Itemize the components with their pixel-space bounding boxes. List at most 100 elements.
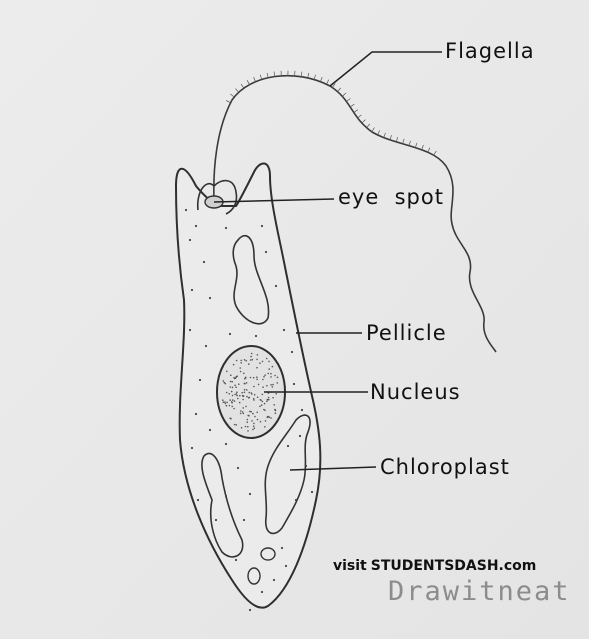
granule-dot [196, 498, 200, 502]
chromatin-dot [246, 421, 249, 424]
label-pellicle: Pellicle [366, 321, 447, 345]
chromatin-dot [236, 394, 238, 397]
chromatin-dot [275, 393, 278, 395]
chromatin-dot [272, 383, 274, 386]
granule-dot [190, 446, 194, 450]
chromatin-dot [256, 378, 258, 381]
label-nucleus: Nucleus [370, 380, 461, 404]
chromatin-dot [236, 375, 238, 378]
granule-dot [184, 208, 188, 212]
chromatin-dot [256, 354, 259, 356]
chloroplast-lower-right [264, 414, 311, 535]
chromatin-dot [225, 404, 228, 407]
chromatin-dot [226, 370, 228, 373]
chromatin-dot [248, 363, 250, 365]
chromatin-dot [234, 384, 236, 387]
chromatin-dot [252, 428, 254, 431]
chromatin-dot [247, 397, 250, 399]
granule-dot [234, 558, 238, 562]
granule-dot [224, 442, 228, 446]
chromatin-dot [259, 362, 261, 365]
chromatin-dot [246, 395, 248, 398]
chromatin-dot [271, 365, 274, 368]
chromatin-dot [266, 416, 269, 418]
chromatin-dot [245, 405, 247, 408]
chromatin-dot [274, 374, 276, 377]
chromatin-dot [243, 391, 246, 394]
chromatin-dot [244, 376, 247, 379]
granule-dot [310, 490, 314, 494]
chromatin-dot [251, 358, 254, 361]
chromatin-dot [239, 370, 242, 373]
chromatin-dot [222, 401, 225, 404]
chromatin-dot [272, 396, 274, 399]
granule-dot [208, 428, 212, 432]
chromatin-dot [270, 417, 272, 419]
chromatin-dot [243, 372, 245, 375]
chromatin-dot [265, 357, 268, 360]
granule-dot [260, 224, 264, 228]
chromatin-dot [248, 391, 251, 394]
chromatin-dot [223, 381, 226, 384]
chromatin-dot [230, 417, 232, 420]
granule-dot [190, 288, 194, 292]
label-eye-spot: eye spot [338, 185, 444, 209]
chromatin-dot [224, 402, 227, 405]
chromatin-dot [247, 430, 249, 432]
chromatin-dot [231, 394, 234, 397]
granule-dot [194, 224, 198, 228]
chromatin-dot [252, 376, 255, 379]
granule-dot [248, 492, 252, 496]
flagellum-hairs [225, 70, 437, 156]
chromatin-dot [249, 359, 252, 361]
granule-dot [282, 328, 286, 332]
watermark: Drawitneat [388, 576, 571, 607]
chromatin-dot [256, 366, 258, 369]
chromatin-dot [230, 390, 233, 393]
chromatin-dot [267, 396, 270, 399]
chromatin-dot [260, 404, 263, 406]
chromatin-dot [244, 425, 247, 428]
chloroplast-upper [232, 234, 270, 325]
chromatin-dot [238, 401, 241, 404]
chromatin-dot [247, 425, 249, 428]
chromatin-dot [240, 427, 243, 429]
chromatin-dot [240, 362, 242, 364]
granule-dot [284, 564, 288, 568]
granule-dot [280, 546, 284, 550]
chromatin-dot [235, 359, 238, 362]
chromatin-dot [250, 410, 252, 413]
granule-dot [208, 296, 212, 300]
chromatin-dot [251, 393, 253, 395]
chromatin-dot [222, 399, 224, 402]
chromatin-dot [241, 411, 244, 413]
chromatin-dot [261, 393, 264, 396]
chromatin-dot [233, 407, 235, 410]
granule-dot [254, 334, 258, 338]
chromatin-dot [239, 412, 242, 415]
chromatin-dot [246, 418, 249, 421]
chloroplast-lower-left [201, 452, 244, 558]
chromatin-dot [256, 418, 259, 421]
flagella-leader-line [329, 51, 442, 87]
chloroplast-leader-line [289, 466, 377, 471]
chromatin-dot [244, 378, 246, 380]
granule-dot [272, 578, 276, 582]
granule-dot [236, 466, 240, 470]
reservoir [196, 179, 238, 215]
chromatin-dot [251, 420, 253, 422]
chromatin-dot [264, 374, 266, 376]
chromatin-dot [261, 360, 264, 363]
granule-dot [248, 608, 252, 612]
nucleus-chromatin [222, 352, 279, 432]
eye-spot-leader-line [213, 198, 335, 203]
chromatin-dot [242, 398, 244, 401]
chromatin-dot [243, 359, 246, 361]
chromatin-dot [256, 411, 259, 414]
chromatin-dot [256, 376, 258, 379]
chromatin-dot [250, 355, 252, 358]
flagellum [213, 74, 497, 353]
granule-dot [224, 494, 228, 498]
chromatin-dot [252, 397, 255, 400]
